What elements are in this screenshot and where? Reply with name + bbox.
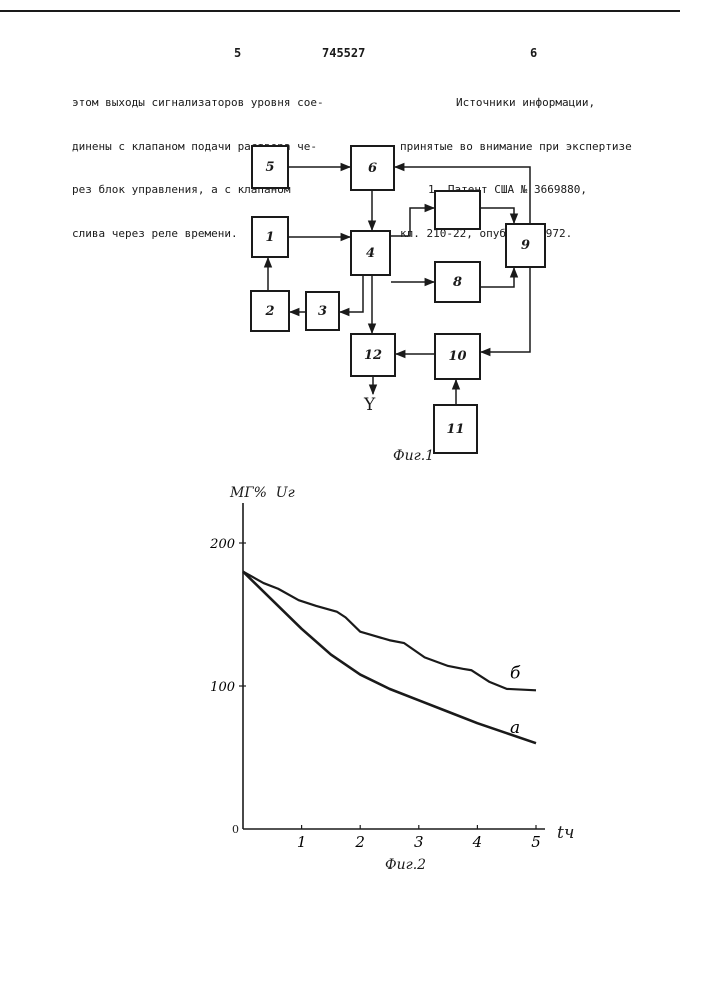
x-axis-label: tч bbox=[557, 823, 574, 843]
y-tick-label: 100 bbox=[210, 680, 235, 695]
series-label-a: а bbox=[510, 718, 520, 738]
series-label-b: б bbox=[510, 663, 521, 683]
fig2-caption: Фиг.2 bbox=[385, 857, 426, 873]
x-tick-label: 2 bbox=[354, 833, 365, 851]
x-tick-label: 1 bbox=[297, 833, 307, 851]
x-tick-label: 4 bbox=[472, 833, 483, 851]
series-line-b bbox=[243, 572, 536, 691]
origin-label: 0 bbox=[232, 823, 239, 836]
y-axis-label: МГ% Uг bbox=[230, 485, 295, 501]
x-tick-label: 5 bbox=[531, 833, 541, 851]
x-tick-label: 3 bbox=[414, 833, 424, 851]
y-tick-label: 200 bbox=[209, 537, 235, 552]
series-line-a bbox=[243, 572, 536, 744]
